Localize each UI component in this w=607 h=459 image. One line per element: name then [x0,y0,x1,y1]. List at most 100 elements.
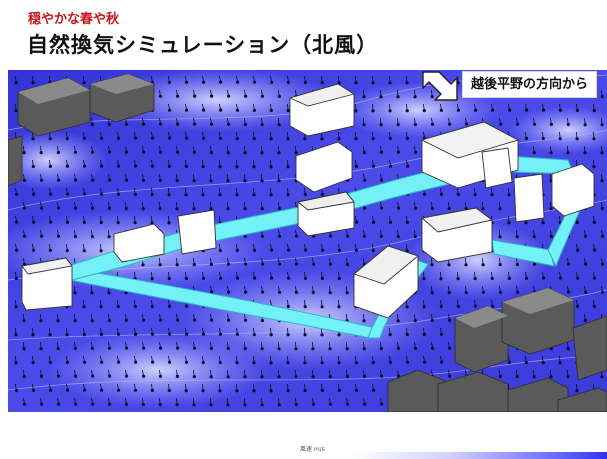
velocity-vector-head [243,403,247,407]
velocity-vector-head [57,402,61,406]
velocity-vector-head [31,81,35,85]
velocity-vector-head [49,192,53,196]
velocity-vector-head [99,305,103,309]
velocity-vector-head [337,248,342,252]
velocity-vector-head [269,361,273,365]
velocity-vector-head [218,136,222,141]
velocity-vector-head [65,249,69,253]
velocity-vector-head [294,375,298,379]
velocity-vector-head [583,123,587,127]
velocity-vector-head [201,276,206,280]
velocity-vector-head [413,122,417,127]
velocity-vector-head [491,304,495,308]
velocity-vector-head [209,375,213,379]
velocity-vector-head [498,290,503,294]
velocity-vector-head [40,402,44,406]
velocity-vector-head [269,333,273,337]
velocity-vector-head [107,235,111,239]
velocity-vector-head [405,81,409,85]
velocity-vector-head [252,389,256,393]
velocity-vector-head [235,361,239,365]
velocity-vector-head [184,389,188,393]
velocity-vector-head [422,305,426,309]
velocity-vector-head [532,262,537,266]
velocity-vector-head [295,262,299,266]
velocity-vector-head [388,333,392,337]
velocity-vector-head [524,276,529,280]
velocity-vector-head [159,346,163,350]
velocity-vector-head [167,388,171,393]
velocity-vector-head [286,361,290,365]
velocity-vector-head [74,178,78,182]
velocity-vector-head [507,276,511,280]
velocity-vector-head [99,332,104,337]
velocity-vector-head [226,151,230,155]
velocity-vector-head [31,164,35,169]
velocity-vector-head [107,291,111,295]
velocity-vector-head [371,81,375,85]
velocity-vector-head [201,389,205,393]
velocity-vector-head [226,122,231,126]
velocity-vector-head [363,178,367,182]
velocity-vector-head [243,122,247,127]
velocity-vector-head [23,234,27,238]
velocity-vector-head [269,137,273,141]
velocity-vector-head [219,276,223,280]
velocity-vector-head [566,375,570,379]
velocity-vector-head [337,333,341,337]
velocity-vector-head [269,108,273,113]
velocity-vector-head [473,277,477,281]
velocity-vector-head [422,109,426,113]
velocity-vector-head [124,122,129,126]
velocity-vector-head [141,402,145,407]
velocity-vector-head [218,332,223,336]
velocity-vector-head [90,235,94,239]
velocity-vector-head [73,150,78,154]
velocity-vector-head [31,361,35,365]
velocity-vector-head [74,206,78,210]
velocity-vector-head [422,192,427,196]
velocity-vector-head [91,374,95,378]
velocity-vector-head [481,207,485,211]
velocity-vector-head [100,164,104,168]
velocity-vector-head [14,276,18,281]
velocity-vector-head [210,94,214,98]
velocity-vector-head [56,374,61,378]
velocity-vector-head [405,332,409,337]
velocity-vector-head [600,123,604,127]
velocity-vector-head [209,150,213,155]
velocity-vector-head [14,361,18,365]
velocity-vector-head [125,346,129,350]
velocity-vector-head [48,137,52,141]
velocity-vector-head [541,136,545,141]
velocity-vector-head [252,333,256,337]
velocity-vector-head [49,388,53,392]
velocity-vector-head [244,94,248,98]
velocity-vector-head [235,108,240,112]
velocity-vector-head [600,94,604,99]
velocity-vector-head [295,234,299,238]
velocity-vector-head [90,346,95,350]
velocity-vector-head [22,347,26,351]
velocity-vector-head [176,122,180,126]
velocity-vector-head [575,304,580,308]
velocity-vector-head [337,361,341,365]
velocity-vector-head [253,80,257,84]
velocity-vector-head [39,347,43,351]
velocity-vector-head [490,193,494,197]
velocity-vector-head [73,234,78,239]
velocity-vector-head [566,122,570,127]
velocity-vector-head [236,276,240,280]
velocity-vector-head [82,136,87,141]
velocity-vector-head [31,137,35,141]
velocity-vector-head [447,207,451,211]
velocity-vector-head [150,277,154,281]
velocity-vector-head [566,151,570,155]
velocity-vector-head [294,347,298,351]
velocity-vector-head [133,192,138,197]
velocity-vector-head [541,361,545,365]
velocity-vector-head [567,290,571,294]
velocity-vector-head [202,108,206,112]
velocity-vector-head [192,403,196,407]
velocity-vector-head [107,346,112,350]
